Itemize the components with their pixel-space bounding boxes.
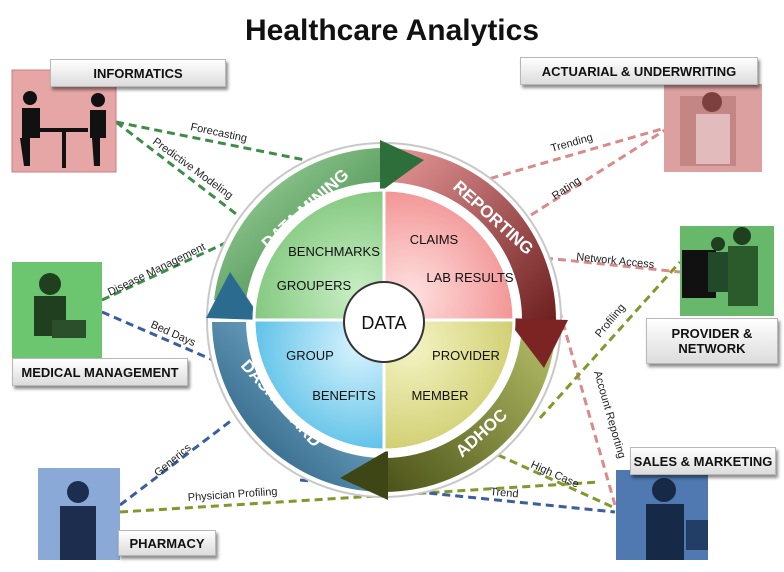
actuarial-label: ACTUARIAL & UNDERWRITING [520,57,758,85]
predictive-label: Predictive Modeling [150,136,235,202]
provider-quadrant [382,318,516,452]
benchmarks-text: BENCHMARKS [288,244,380,259]
disease-line [101,238,233,302]
sales-marketing-label: SALES & MARKETING [630,447,776,475]
pharmacy-photo [38,468,120,560]
medical-management-label: MEDICAL MANAGEMENT [12,358,188,386]
dashboard-arrowhead [206,272,262,320]
reporting-arrowhead [506,318,568,368]
account-label: Account Reporting [591,370,627,460]
lab-results-text: LAB RESULTS [426,270,514,285]
data-mining-segment [214,148,384,300]
groupers-text: GROUPERS [277,278,352,293]
informatics-label: INFORMATICS [50,59,226,87]
informatics-photo [11,69,117,173]
rating-line [519,128,666,224]
disease-label: Disease Management [106,241,207,299]
trending-label: Trending [550,131,595,154]
physician-label: Physician Profiling [187,486,277,504]
pharmacy-label: PHARMACY [118,530,216,556]
provider-text: PROVIDER [432,348,500,363]
provider-label-line2: NETWORK [678,341,746,356]
claims-text: CLAIMS [410,232,459,247]
forecasting-line [115,120,331,167]
member-text: MEMBER [411,388,468,403]
predictive-line [115,120,245,222]
adhoc-arrowhead [340,450,388,500]
provider-network-label: PROVIDER & NETWORK [646,318,778,364]
trend-label: Trend [490,486,519,500]
profiling-line [538,260,682,420]
group-quadrant [252,318,386,452]
inner-quadrants [252,188,516,452]
benchmarks-quadrant [252,188,386,322]
high-case-line [497,453,616,510]
medical-photo [12,262,102,358]
network-access-label: Network Access [576,251,656,271]
rating-label: Rating [550,175,583,203]
actuarial-photo [664,84,762,172]
generics-line [119,418,233,507]
data-center-text: DATA [361,313,406,333]
bed-days-line [101,310,223,366]
provider-photo [680,226,774,316]
data-center-circle [343,281,425,363]
generics-label: Generics [152,441,194,479]
page-title: Healthcare Analytics [244,14,540,47]
mining-arrowhead [380,140,424,192]
physician-line [119,480,601,514]
profiling-label: Profiling [593,302,628,340]
trending-line [477,126,666,184]
network-access-line [544,256,681,274]
provider-label-line1: PROVIDER & [671,326,753,341]
benefits-text: BENEFITS [312,388,376,403]
group-text: GROUP [286,348,334,363]
claims-quadrant [382,188,516,322]
sales-photo [616,470,708,560]
